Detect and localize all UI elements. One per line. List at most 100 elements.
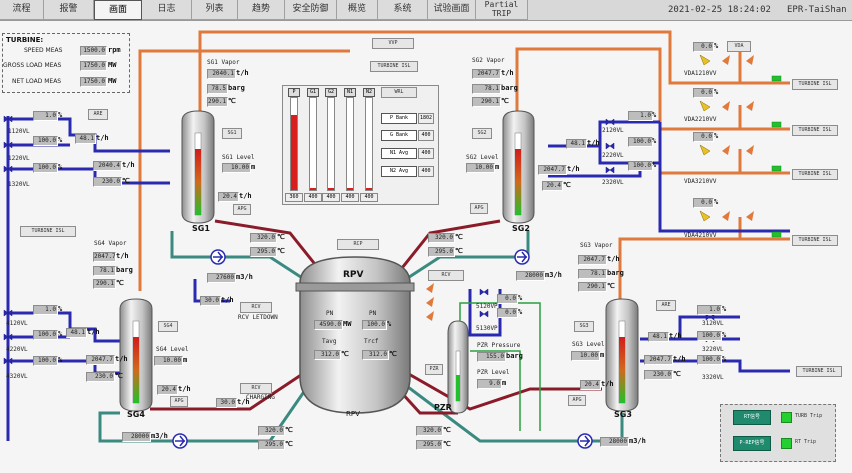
valve-3120vl-label: 3120VL	[702, 320, 724, 327]
valve-icon-5130vp[interactable]	[479, 310, 489, 318]
valve-icon-4220vl[interactable]	[3, 333, 13, 341]
rcp-tag[interactable]: RCP	[337, 239, 379, 250]
sg2-vapor-flow-value: 2047.7	[472, 69, 501, 79]
are-tag-sg3[interactable]: ARE	[656, 300, 676, 311]
isolation-valve-icon-3[interactable]	[771, 165, 782, 172]
rt-signal-button[interactable]: RT信号	[733, 410, 771, 425]
valve-3220vl-unit: %	[722, 331, 727, 339]
vda-safety-icon-2b	[746, 101, 754, 111]
sg1-vapor-flow-value: 2040.1	[207, 69, 236, 79]
menu-tab-process[interactable]: 流程	[0, 0, 44, 20]
valve-icon-2120vl[interactable]	[605, 118, 615, 126]
valve-icon-2220vl[interactable]	[605, 142, 615, 150]
sg2-apg-tag[interactable]: APG	[470, 203, 488, 214]
loop1-hot-temp-value: 320.0	[250, 233, 277, 243]
turbine-isl-tag-3[interactable]: TURBINE ISL	[792, 169, 838, 180]
turbine-title: TURBINE:	[6, 36, 44, 44]
valve-icon-1120vl[interactable]	[3, 115, 13, 123]
trcf-unit: ℃	[389, 350, 397, 358]
vda-valve-icon-3[interactable]	[699, 144, 711, 156]
turbine-isl-tag-1[interactable]: TURBINE ISL	[792, 79, 838, 90]
turbine-isl-tag-sg1[interactable]: TURBINE ISL	[20, 226, 76, 237]
turbine-isl-tag-top[interactable]: TURBINE ISL	[370, 61, 418, 72]
menu-tab-picture[interactable]: 画面	[94, 0, 142, 20]
steam-line-sg2	[515, 47, 790, 131]
valve-icon-1320vl[interactable]	[3, 165, 13, 173]
vda-safety-icon-4a	[722, 211, 730, 221]
rod-bar-g1	[309, 97, 317, 191]
sg3-name: SG3	[614, 410, 632, 419]
vda-valve-icon-2[interactable]	[699, 100, 711, 112]
feed-line-sg3-header	[658, 122, 790, 233]
valve-1220vl-pct: 100.0	[33, 136, 58, 146]
loop4-hot-temp-unit: ℃	[285, 426, 293, 434]
sg3-feed-flow-value: 2047.7	[644, 355, 673, 365]
menu-tab-test[interactable]: 试验画面	[428, 0, 476, 20]
valve-icon-4320vl[interactable]	[3, 357, 13, 365]
menu-tab-alarm[interactable]: 报警	[44, 0, 94, 20]
pzr-pressure-unit: barg	[506, 352, 523, 360]
pn-mw-value: 4590.0	[314, 320, 343, 330]
loop3-hot-temp-unit: ℃	[443, 426, 451, 434]
p-rep-signal-button[interactable]: P-REP信号	[733, 436, 771, 451]
sg2-feed-flow-unit: t/h	[567, 165, 580, 173]
menu-tab-partial-trip[interactable]: Partial TRIP	[476, 0, 528, 20]
wrl-tag[interactable]: WRL	[381, 87, 417, 98]
isolation-valve-icon-4[interactable]	[771, 231, 782, 238]
menu-tab-system[interactable]: 系统	[378, 0, 428, 20]
sg4-tag[interactable]: SG4	[158, 321, 178, 332]
gross-load-label: GROSS LOAD MEAS	[3, 62, 62, 69]
valve-2220vl-pct: 100.0	[628, 137, 653, 147]
partial-trip-line1: Partial	[484, 0, 519, 9]
menu-tab-log[interactable]: 日志	[142, 0, 192, 20]
valve-icon-2320vl[interactable]	[605, 166, 615, 174]
sg1-tag[interactable]: SG1	[222, 128, 242, 139]
isolation-valve-icon-1[interactable]	[771, 75, 782, 82]
sg1-apg-tag[interactable]: APG	[233, 204, 251, 215]
sg4-small-flow-unit: t/h	[87, 328, 100, 336]
sg3-small-flow-value: 48.1	[648, 332, 669, 342]
cold-leg-3	[399, 379, 624, 443]
turbine-isl-tag-4[interactable]: TURBINE ISL	[792, 235, 838, 246]
loop2-flow-value: 28000	[516, 271, 545, 281]
valve-icon-1220vl[interactable]	[3, 141, 13, 149]
sg2-vapor-label: SG2 Vapor	[472, 57, 505, 64]
sg4-apg-tag[interactable]: APG	[170, 396, 188, 407]
valve-4220vl-pct: 100.0	[33, 330, 58, 340]
turbine-isl-tag-2[interactable]: TURBINE ISL	[792, 125, 838, 136]
sg2-tag[interactable]: SG2	[472, 128, 492, 139]
valve-4220vl-label: 4220VL	[6, 346, 28, 353]
vda-valve-icon-4[interactable]	[699, 210, 711, 222]
loop2-cold-temp-unit: ℃	[455, 247, 463, 255]
valve-1120vl-pct: 1.0	[33, 111, 58, 121]
sg4-feed-temp-unit: ℃	[115, 372, 123, 380]
turbine-isl-tag-sg3[interactable]: TURBINE ISL	[796, 366, 842, 377]
pn-pct-value: 100.0	[362, 320, 387, 330]
sg3-tag[interactable]: SG3	[574, 321, 594, 332]
valve-icon-4120vl[interactable]	[3, 309, 13, 317]
pzr-tag[interactable]: PZR	[425, 364, 443, 375]
valve-5120vp-unit: %	[518, 294, 523, 302]
vda-valve-icon-1[interactable]	[699, 54, 711, 66]
sg4-vessel	[119, 298, 153, 412]
valve-icon-5120vp[interactable]	[479, 288, 489, 296]
menu-tab-safety[interactable]: 安全防御	[285, 0, 337, 20]
sg3-apg-tag[interactable]: APG	[568, 395, 586, 406]
sg2-small-flow-value: 48.1	[566, 139, 587, 149]
sg1-feed-flow-unit: t/h	[122, 161, 135, 169]
vvp-tag[interactable]: VVP	[372, 38, 414, 49]
vda-tag[interactable]: VDA	[727, 41, 751, 52]
rcv-tag[interactable]: RCV	[428, 270, 464, 281]
are-tag-sg1[interactable]: ARE	[88, 109, 108, 120]
menu-tab-overview[interactable]: 概览	[337, 0, 378, 20]
menu-tab-trend[interactable]: 趋势	[238, 0, 285, 20]
sg1-temp-unit: ℃	[228, 97, 236, 105]
rcv-tag-charging[interactable]: RCV	[240, 383, 272, 394]
speed-unit: rpm	[108, 46, 121, 54]
valve-3320vl-pct: 100.0	[697, 355, 722, 365]
isolation-valve-icon-2[interactable]	[771, 121, 782, 128]
menu-tab-list[interactable]: 列表	[192, 0, 238, 20]
sg1-feed-temp-value: 230.0	[93, 177, 122, 187]
rcv-tag-letdown[interactable]: RCV	[240, 302, 272, 313]
valve-4120vl-label: 4120VL	[6, 320, 28, 327]
